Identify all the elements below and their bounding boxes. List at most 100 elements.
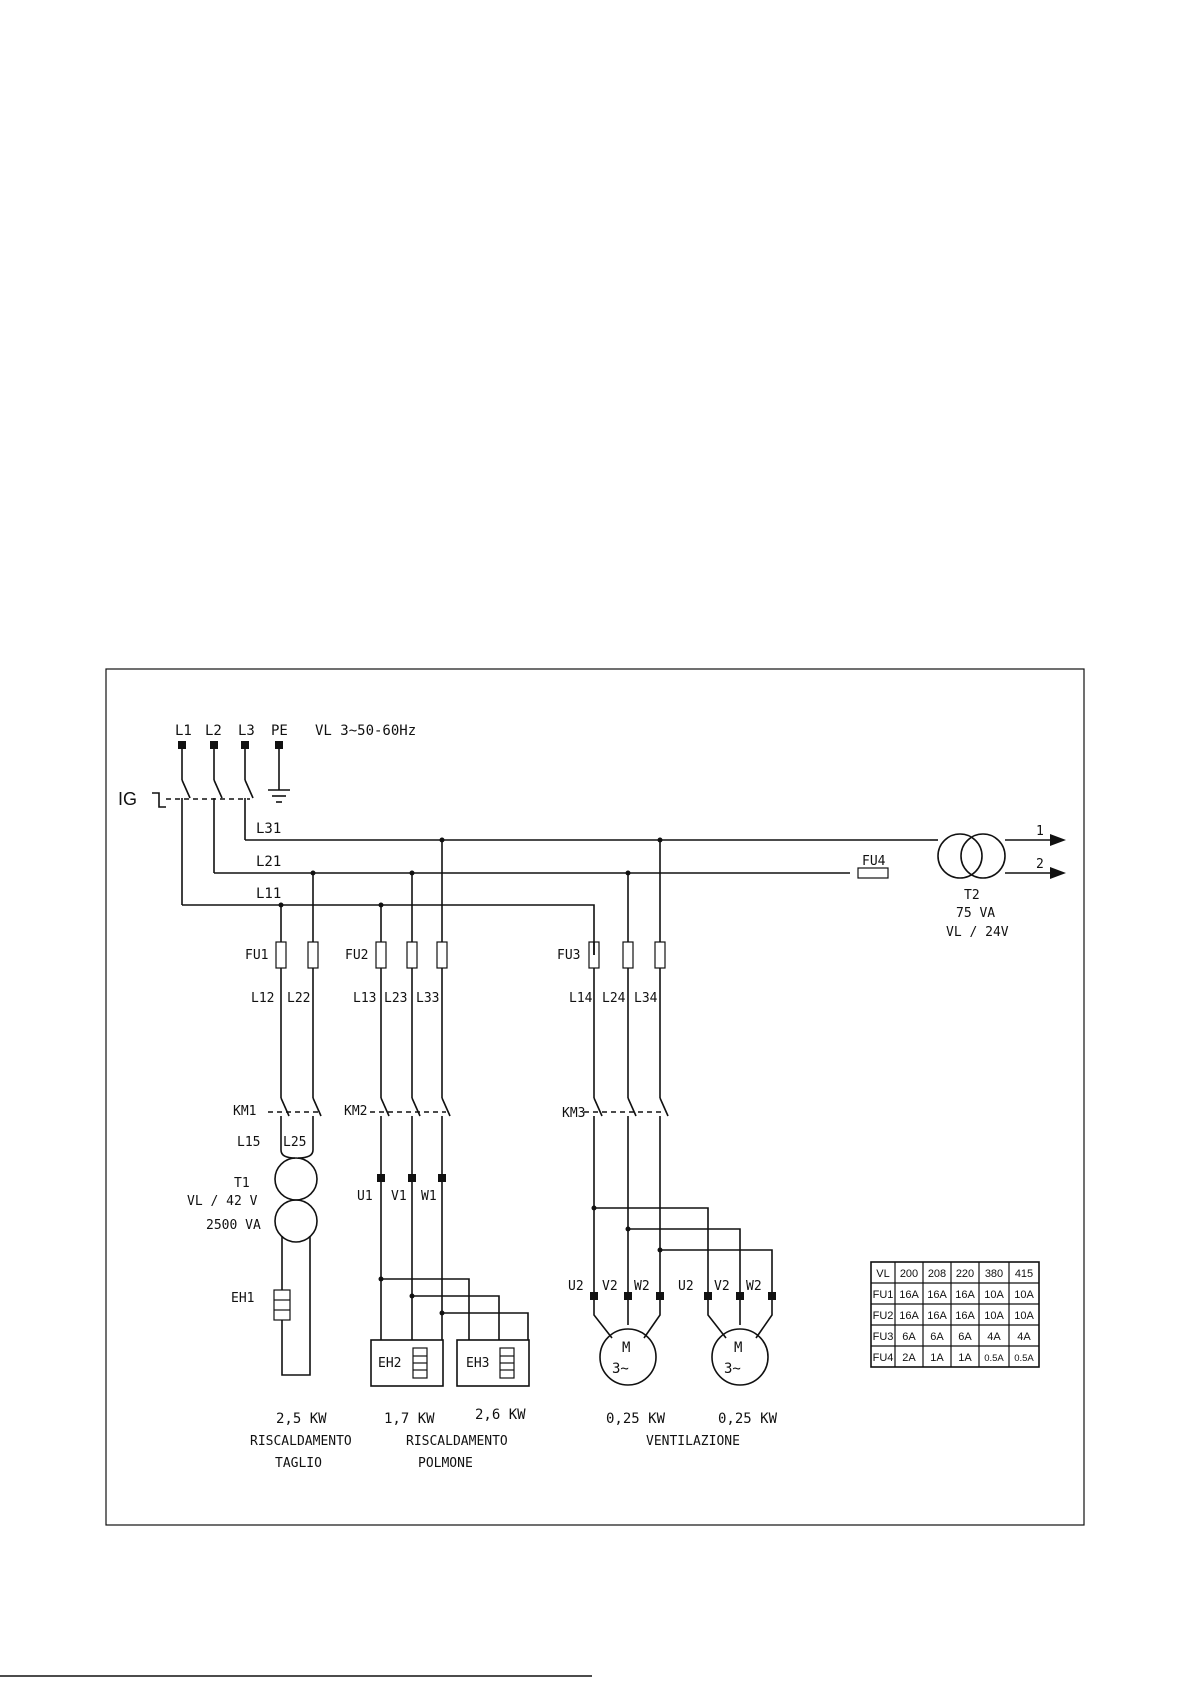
cond-l25: L25: [283, 1135, 306, 1150]
cond-l34: L34: [634, 991, 658, 1006]
main-switch-label: IG: [118, 789, 137, 809]
motor-a-m: M: [622, 1340, 630, 1356]
fuse-table-cell: 6A: [902, 1331, 916, 1343]
drawing-frame: [105, 668, 1085, 1526]
distribution-bus: L31 L21 L11: [182, 821, 930, 955]
supply-terminals: L1 L2 L3 PE VL 3~50-60Hz: [175, 723, 416, 803]
fuse-table-header-cell: 200: [900, 1268, 918, 1280]
cond-l22: L22: [287, 991, 310, 1006]
fuse-fu3-b: [622, 941, 634, 969]
group-caption-2a: RISCALDAMENTO: [406, 1434, 508, 1449]
power-caption-2: 1,7 KW: [384, 1411, 435, 1427]
fuse-table-cell: 10A: [1014, 1310, 1034, 1322]
fuse-table-cell: 10A: [1014, 1289, 1034, 1301]
term-u2-a: U2: [568, 1279, 584, 1294]
fuse-table-cell: 4A: [1017, 1331, 1031, 1343]
fuse-label-fu2: FU2: [345, 948, 368, 963]
t1-name: T1: [234, 1176, 250, 1191]
cond-l23: L23: [384, 991, 407, 1006]
term-w2-a: W2: [634, 1279, 650, 1294]
heater-eh1-icon: [273, 1289, 291, 1321]
bus-label-l21: L21: [256, 854, 281, 870]
circuit-polmone: FU2 L13 L23 L33 KM2 U1 V1 W1: [344, 840, 530, 1471]
t2-rating: 75 VA: [956, 906, 995, 921]
t2-output-2: 2: [1036, 857, 1044, 872]
cond-l14: L14: [569, 991, 593, 1006]
phase-label-pe: PE: [271, 723, 288, 739]
term-w2-b: W2: [746, 1279, 762, 1294]
fuse-table-cell: FU4: [873, 1352, 894, 1364]
fuse-fu3-c: [654, 941, 666, 969]
power-caption-4: 0,25 KW: [606, 1411, 666, 1427]
heater-eh2-box: [370, 1339, 444, 1387]
power-caption-5: 0,25 KW: [718, 1411, 778, 1427]
t1-ratio: VL / 42 V: [187, 1194, 258, 1209]
motor-b-phase: 3~: [724, 1361, 741, 1377]
fuse-fu2-a: [375, 941, 387, 969]
motor-b-icon: [711, 1328, 769, 1386]
fuse-table-cell: 6A: [930, 1331, 944, 1343]
fuse-table-header-cell: VL: [876, 1268, 889, 1280]
group-caption-1b: TAGLIO: [275, 1456, 322, 1471]
phase-label-l2: L2: [205, 723, 222, 739]
term-u2-b: U2: [678, 1279, 694, 1294]
contactor-label-km1: KM1: [233, 1104, 256, 1119]
fuse-fu2-c: [436, 941, 448, 969]
circuit-taglio: FU1 L12 L22 KM1 L15 L25 T1 VL / 42 V 250…: [187, 873, 352, 1471]
fuse-table-cell: 2A: [902, 1352, 916, 1364]
cond-l13: L13: [353, 991, 376, 1006]
t2-ratio: VL / 24V: [946, 925, 1009, 940]
term-v2-a: V2: [602, 1279, 618, 1294]
t1-rating: 2500 VA: [206, 1218, 261, 1233]
fuse-table-cell: 16A: [899, 1289, 919, 1301]
cond-l24: L24: [602, 991, 626, 1006]
fuse-table-cell: 10A: [984, 1310, 1004, 1322]
t1-primary-coil: [274, 1157, 318, 1201]
fuse-table-cell: 1A: [958, 1352, 972, 1364]
contactor-label-km3: KM3: [562, 1106, 585, 1121]
earth-icon: [268, 789, 290, 803]
t1-secondary-coil: [274, 1199, 318, 1243]
power-caption-1: 2,5 KW: [276, 1411, 327, 1427]
fuse-table-cell: FU3: [873, 1331, 894, 1343]
t2-name: T2: [964, 888, 980, 903]
phase-label-l1: L1: [175, 723, 192, 739]
heater-eh3-box: [456, 1339, 530, 1387]
fuse-table-cell: 10A: [984, 1289, 1004, 1301]
fuse-label-fu1: FU1: [245, 948, 268, 963]
group-caption-1a: RISCALDAMENTO: [250, 1434, 352, 1449]
fuse-table-cell: 6A: [958, 1331, 972, 1343]
motor-b-m: M: [734, 1340, 742, 1356]
circuit-ventilazione: FU3 L14 L24 L34 KM3 U2 V2 W2: [557, 840, 778, 1449]
term-v2-b: V2: [714, 1279, 730, 1294]
fuse-table-cell: 4A: [987, 1331, 1001, 1343]
heater-label-eh3: EH3: [466, 1356, 489, 1371]
fuse-table-cell: 16A: [955, 1289, 975, 1301]
fuse-table-cell: 0.5A: [1014, 1353, 1034, 1364]
power-caption-3: 2,6 KW: [475, 1407, 526, 1423]
fuse-fu1-a: [275, 941, 287, 969]
bus-label-l31: L31: [256, 821, 281, 837]
fuse-table-cell: 0.5A: [984, 1353, 1004, 1364]
control-transformer-t2: FU4 1 2 T2 75 VA VL / 24V: [857, 824, 1066, 940]
fuse-label-fu4: FU4: [862, 854, 886, 869]
fuse-table-cell: FU2: [873, 1310, 894, 1322]
fuse-fu4: [857, 867, 889, 879]
main-switch-ig: IG: [118, 779, 254, 905]
t2-output-1: 1: [1036, 824, 1044, 839]
fuse-fu2-b: [406, 941, 418, 969]
motor-a-icon: [599, 1328, 657, 1386]
term-w1: W1: [421, 1189, 437, 1204]
group-caption-3: VENTILAZIONE: [646, 1434, 740, 1449]
contactor-label-km2: KM2: [344, 1104, 367, 1119]
bus-label-l11: L11: [256, 886, 281, 902]
fuse-table-cell: 1A: [930, 1352, 944, 1364]
fuse-table-cell: 16A: [899, 1310, 919, 1322]
heater-label-eh2: EH2: [378, 1356, 401, 1371]
fuse-table-outline: [870, 1261, 1040, 1368]
fuse-fu1-b: [307, 941, 319, 969]
term-v1: V1: [391, 1189, 407, 1204]
cond-l12: L12: [251, 991, 274, 1006]
